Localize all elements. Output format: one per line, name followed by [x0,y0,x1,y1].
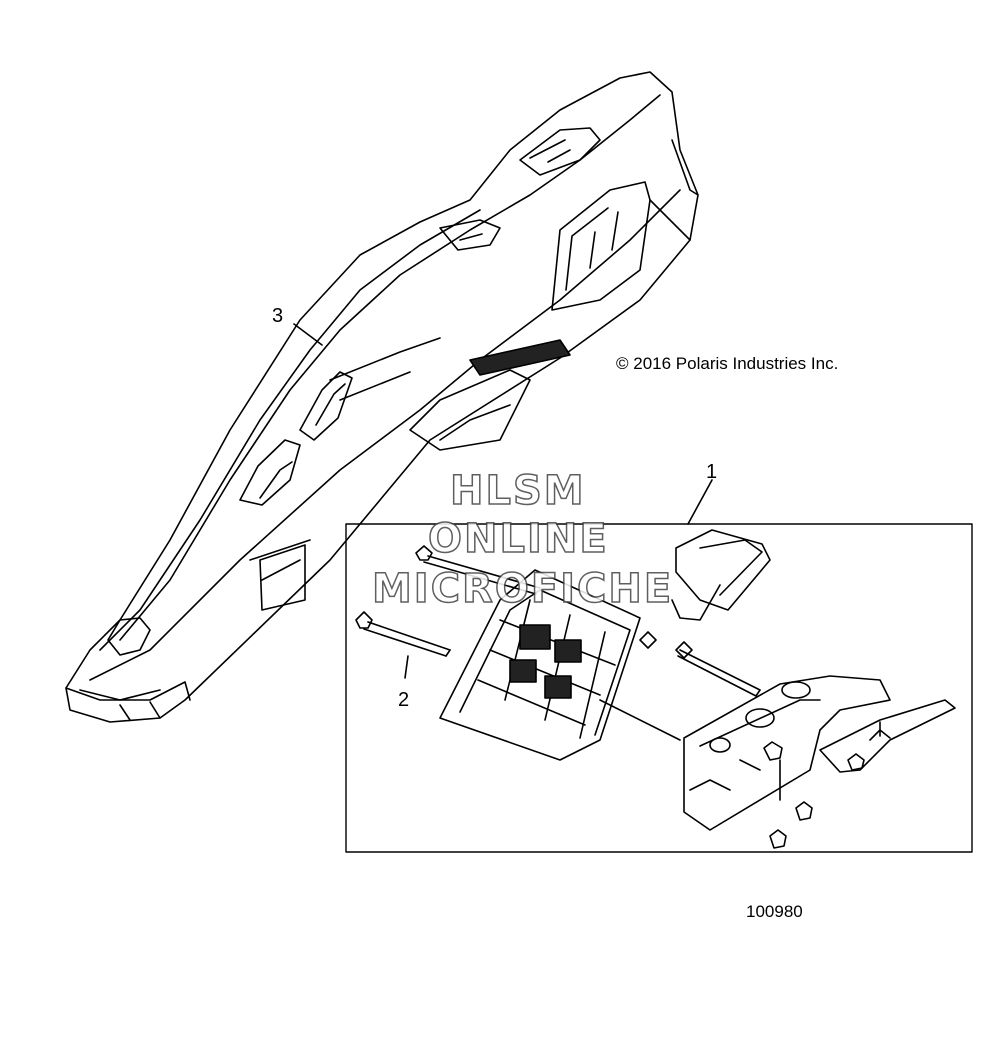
lever-arm [819,699,956,773]
callout-3: 3 [272,305,284,327]
gun-case-outline [65,71,699,723]
cover-plate [671,529,771,621]
handle-left [107,617,151,656]
watermark-line-2: ONLINE [427,515,609,563]
figure-number: 100980 [746,902,803,921]
mounting-bracket [683,675,891,831]
watermark-line-3: MICROFICHE [371,565,674,613]
callout-1: 1 [706,461,718,483]
copyright-notice: © 2016 Polaris Industries Inc. [616,354,839,373]
gun-case-part-3 [65,71,699,723]
watermark-line-1: HLSM [449,467,586,515]
nut [763,741,783,761]
logo-panel [551,181,651,311]
kit-box [345,523,973,853]
latch [519,127,601,176]
callout-2: 2 [398,689,410,711]
ecu-module [439,569,641,761]
